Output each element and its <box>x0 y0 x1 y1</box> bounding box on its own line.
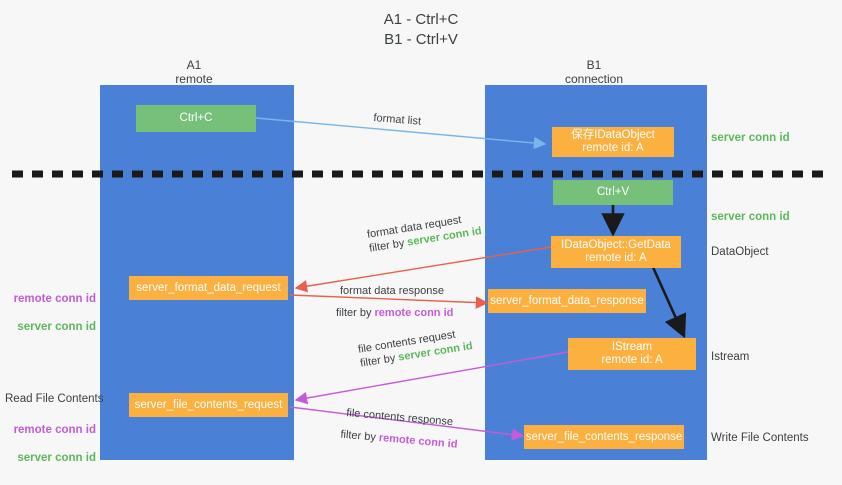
node-ctrl-v[interactable]: Ctrl+V <box>553 180 673 205</box>
edge-label-format-data-response-line2: filter by remote conn id <box>336 307 454 319</box>
right-label-istream: Istream <box>711 351 750 363</box>
edge-label-format-data-response: format data response filter by remote co… <box>336 284 453 320</box>
right-label-server-conn-id-2: server conn id <box>711 211 790 223</box>
left-label-conn-ids-file: remote conn id server conn id <box>8 409 96 465</box>
left-label-read-file-contents: Read File Contents <box>5 393 104 405</box>
edge-label-file-contents-response: file contents response filter by remote … <box>340 406 460 452</box>
left-label-remote-conn-id-1: remote conn id <box>13 293 96 305</box>
node-ctrl-c[interactable]: Ctrl+C <box>136 105 256 132</box>
edge-label-file-contents-response-line2: filter by remote conn id <box>339 428 458 451</box>
left-label-remote-conn-id-2: remote conn id <box>13 424 96 436</box>
right-label-write-file-contents: Write File Contents <box>711 432 809 444</box>
node-server-format-data-request[interactable]: server_format_data_request <box>129 276 288 300</box>
right-label-dataobject: DataObject <box>711 246 769 258</box>
right-label-server-conn-id-1: server conn id <box>711 132 790 144</box>
node-server-file-contents-request[interactable]: server_file_contents_request <box>129 393 288 417</box>
edge-label-format-list-line1: format list <box>372 111 422 128</box>
edge-label-format-data-request: format data request filter by server con… <box>366 210 483 255</box>
edge-label-file-contents-request: file contents request filter by server c… <box>357 325 474 370</box>
phase-divider <box>12 170 830 178</box>
node-istream[interactable]: IStream remote id: A <box>568 338 696 370</box>
node-store-idataobject[interactable]: 保存IDataObject remote id: A <box>552 127 674 157</box>
node-idataobject-getdata[interactable]: IDataObject::GetData remote id: A <box>551 236 681 268</box>
page-title: A1 - Ctrl+C B1 - Ctrl+V <box>383 11 459 48</box>
left-label-server-conn-id-2: server conn id <box>17 452 96 464</box>
column-heading-b1: B1 connection <box>564 58 624 86</box>
left-label-server-conn-id-1: server conn id <box>17 321 96 333</box>
left-label-conn-ids-format: remote conn id server conn id <box>8 278 96 334</box>
node-server-file-contents-response[interactable]: server_file_contents_response <box>524 425 684 449</box>
column-heading-a1: A1 remote <box>175 58 213 86</box>
node-server-format-data-response[interactable]: server_format_data_response <box>488 289 646 313</box>
edge-label-format-data-response-line1: format data response <box>340 285 444 297</box>
edge-label-file-contents-response-line1: file contents response <box>345 406 454 429</box>
edge-label-format-list: format list <box>373 111 422 129</box>
